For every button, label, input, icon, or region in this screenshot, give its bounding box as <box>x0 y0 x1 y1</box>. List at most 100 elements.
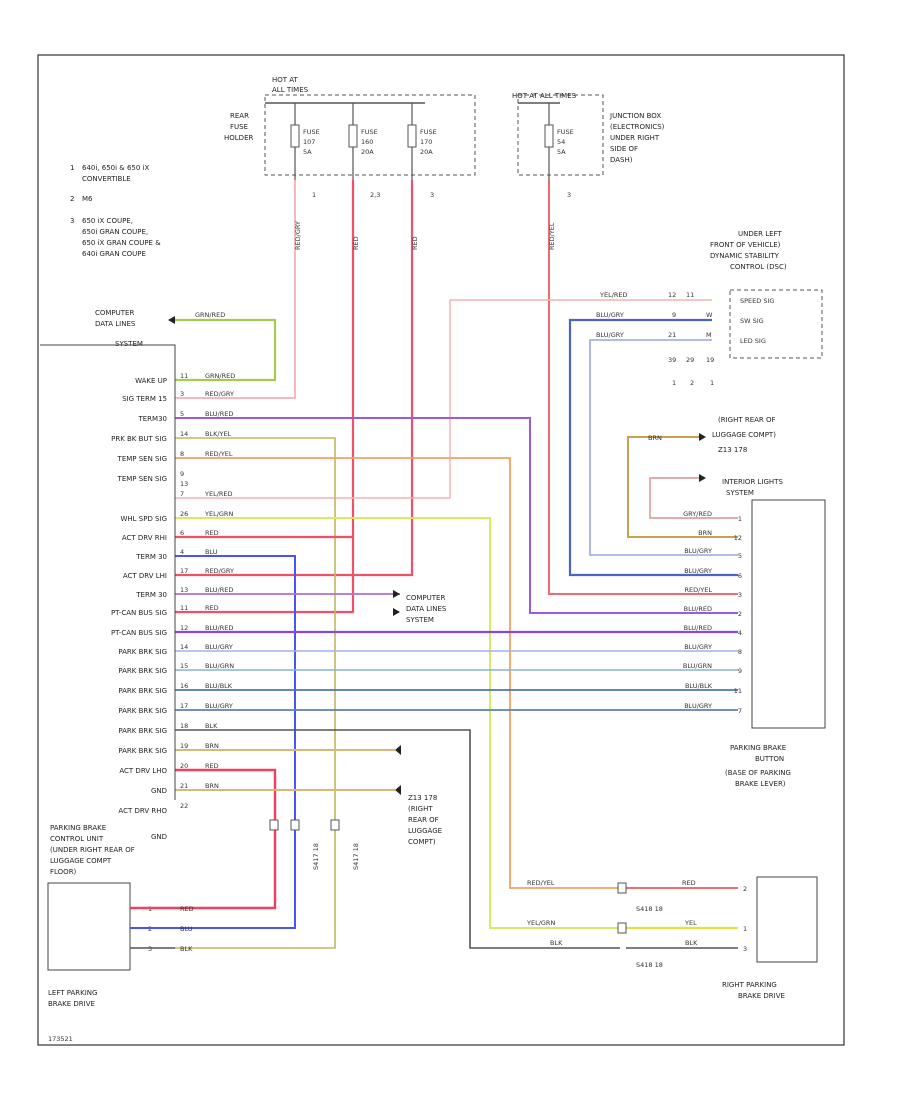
epb-pin-label: ACT DRV LHO <box>119 767 167 775</box>
epb-pin-number: 3 <box>180 390 184 398</box>
pbb-row-wire: BLU/BLK <box>685 682 713 690</box>
fuse160-symbol <box>348 124 358 148</box>
fuse54-symbol <box>544 124 554 148</box>
rd-conn-2 <box>617 922 627 934</box>
epb-pin-label: WHL SPD SIG <box>120 515 167 523</box>
dsc-l3: DYNAMIC STABILITY <box>710 252 780 260</box>
splice-s1: S417 18 <box>312 843 320 870</box>
wire-fuse160 <box>175 180 355 614</box>
dsc-l2: FRONT OF VEHICLE) <box>710 241 781 249</box>
epb-pin-number: 7 <box>180 490 184 498</box>
mid-wire-1: RED/YEL <box>527 879 555 887</box>
epb-pin-wire: BLK/YEL <box>205 430 232 438</box>
fuse160-name: FUSE <box>361 128 378 136</box>
fusewire-label-1: RED/GRY <box>294 221 302 250</box>
epb-pin-label: TEMP SEN SIG <box>117 475 167 483</box>
legend-t2: M6 <box>82 195 93 203</box>
rd-pin-1: 2 <box>743 885 747 893</box>
epb-pin-number: 9 <box>180 470 184 478</box>
pbb-row-pin: 5 <box>738 552 742 560</box>
wire-redyel <box>175 457 620 889</box>
epb-pin-wire: BLK <box>205 722 218 730</box>
epb-unit-l4: LUGGAGE COMPT <box>50 857 112 865</box>
fuse-left-hot2: ALL TIMES <box>272 86 309 94</box>
ground-arrow-2 <box>395 785 401 795</box>
computer-mid-l3: SYSTEM <box>406 616 434 624</box>
epb-pin-number: 13 <box>180 480 188 488</box>
epb-pin-number: 21 <box>180 782 188 790</box>
epb-pin-label: PARK BRK SIG <box>118 667 167 675</box>
ground-arrow-1 <box>395 745 401 755</box>
pbb-row-pin: 9 <box>738 667 742 675</box>
epb-pin-number: 14 <box>180 430 188 438</box>
epb-unit-l2: CONTROL UNIT <box>50 835 104 843</box>
epb-pin-label: SIG TERM 15 <box>122 395 167 403</box>
computer-top-l2: DATA LINES <box>95 320 136 328</box>
epb-pin-wire: BLU/RED <box>205 624 233 632</box>
pbb-row-list: GRY/RED1BRN12BLU/GRY5BLU/GRY6RED/YEL3BLU… <box>683 510 742 715</box>
right-brake-drive <box>756 876 818 963</box>
rd-pin-2: 1 <box>743 925 747 933</box>
epb-pin-number: 11 <box>180 372 188 380</box>
ground-z13-l1: Z13 178 <box>408 794 437 802</box>
dsc-wire-3: BLU/GRY <box>596 331 624 339</box>
epb-unit-l1: PARKING BRAKE <box>50 824 106 832</box>
fuse170-name: FUSE <box>420 128 437 136</box>
fuse-left-hot: HOT AT <box>272 76 299 84</box>
pbb-row-pin: 3 <box>738 591 742 599</box>
ground-rr-l3: Z13 178 <box>718 446 747 454</box>
footer-id: 173521 <box>48 1035 73 1043</box>
pbb-l2: BUTTON <box>755 755 784 763</box>
jb-label2: (ELECTRONICS) <box>610 123 665 131</box>
pbb-l4: BRAKE LEVER) <box>735 780 786 788</box>
epb-pin-wire: RED/YEL <box>205 450 233 458</box>
epb-pin-wire: YEL/RED <box>204 490 233 498</box>
pbb-row-wire: BRN <box>698 529 712 537</box>
dsc-l1: UNDER LEFT <box>738 230 782 238</box>
dsc-pin-speed: SPEED SIG <box>740 297 774 305</box>
legend-t1: 640i, 650i & 650 iX <box>82 164 150 172</box>
epb-unit-l3: (UNDER RIGHT REAR OF <box>50 846 135 854</box>
diagram-frame <box>37 54 845 1046</box>
epb-pin-label: ACT DRV RHO <box>118 807 167 815</box>
fuse-left-label1: REAR <box>230 112 249 120</box>
wire-yelgrn <box>175 517 620 929</box>
epb-pin-wire: BLU <box>205 548 218 556</box>
fuse-left-label2: FUSE <box>230 123 248 131</box>
fuse-note-2: 2,3 <box>370 191 380 199</box>
epb-pin-number: 19 <box>180 742 188 750</box>
legend-t3: 650 iX COUPE, <box>82 217 133 225</box>
epb-pin-number: 16 <box>180 682 188 690</box>
wire-gryred <box>649 477 738 519</box>
pbb-row-wire: RED/YEL <box>684 586 712 594</box>
dsc-num-2: 9 <box>672 311 676 319</box>
dsc-bottom2-1: 1 <box>672 379 676 387</box>
fusewire-label-2: RED <box>352 236 360 250</box>
computer-mid-l2: DATA LINES <box>406 605 447 613</box>
epb-pin-wire: BLU/GRY <box>205 643 233 651</box>
splice-box-1 <box>269 819 279 831</box>
splice-box-3 <box>330 819 340 831</box>
dsc-num2-1: 11 <box>686 291 694 299</box>
splice-s2: S417 18 <box>352 843 360 870</box>
ld-wire-1: RED <box>180 905 194 913</box>
interior-arrow <box>699 474 706 482</box>
epb-pin-wire: BLU/RED <box>205 586 233 594</box>
pbb-row-wire: BLU/GRY <box>684 567 712 575</box>
ld-l2: BRAKE DRIVE <box>48 1000 95 1008</box>
rd-l1: RIGHT PARKING <box>722 981 777 989</box>
dsc-num-3: 21 <box>668 331 676 339</box>
interior-l2: SYSTEM <box>726 489 754 497</box>
pbb-row-pin: 11 <box>734 687 742 695</box>
ld-wire-3: BLK <box>180 945 193 953</box>
splice-box-2 <box>290 819 300 831</box>
epb-pin-label: WAKE UP <box>135 377 167 385</box>
fuse170-num: 170 <box>420 138 432 146</box>
epb-pin-label: PRK BK BUT SIG <box>111 435 167 443</box>
pbb-row-pin: 2 <box>738 610 742 618</box>
epb-pin-label: PT-CAN BUS SIG <box>111 629 167 637</box>
dsc-l4: CONTROL (DSC) <box>730 263 787 271</box>
rd-conn-1 <box>617 882 627 894</box>
legend-t3d: 640i GRAN COUPE <box>82 250 146 258</box>
